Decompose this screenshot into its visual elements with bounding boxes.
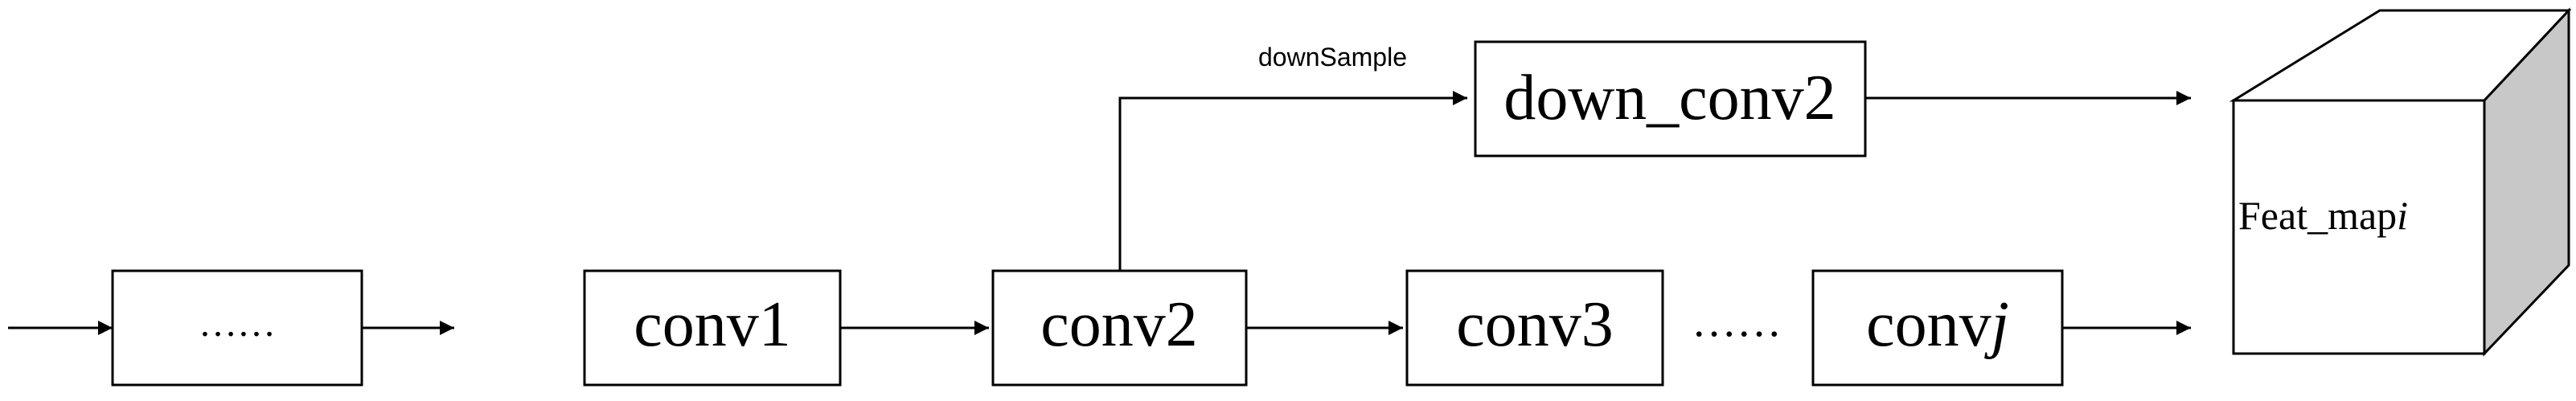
down-conv2-label: down_conv2 — [1503, 63, 1836, 133]
feature-map-label-index: i — [2397, 193, 2408, 238]
convj-label-prefix: conv — [1866, 289, 1991, 360]
input-block-label: …… — [199, 302, 276, 345]
conv2-label: conv2 — [1040, 289, 1198, 360]
conv3-label: conv3 — [1456, 289, 1614, 360]
down-conv2-block: down_conv2 — [1474, 40, 1867, 158]
downsample-label: downSample — [1258, 43, 1407, 72]
conv2-block: conv2 — [991, 269, 1248, 387]
feature-map-label-prefix: Feat_map — [2238, 193, 2397, 238]
feature-map-cube: Feat_mapi — [2229, 7, 2572, 357]
cube-front-face — [2232, 99, 2486, 355]
convj-label: convj — [1866, 289, 2009, 360]
connectors — [8, 91, 2191, 335]
arrow-conv2-to-down-conv2 — [1118, 91, 1467, 271]
input-block: …… — [111, 269, 363, 387]
conv1-label: conv1 — [634, 289, 791, 360]
conv3-block: conv3 — [1405, 269, 1664, 387]
convj-block: convj — [1811, 269, 2064, 387]
conv1-block: conv1 — [583, 269, 842, 387]
gap-ellipsis: …… — [1692, 297, 1782, 346]
feature-map-label: Feat_mapi — [2238, 193, 2408, 238]
